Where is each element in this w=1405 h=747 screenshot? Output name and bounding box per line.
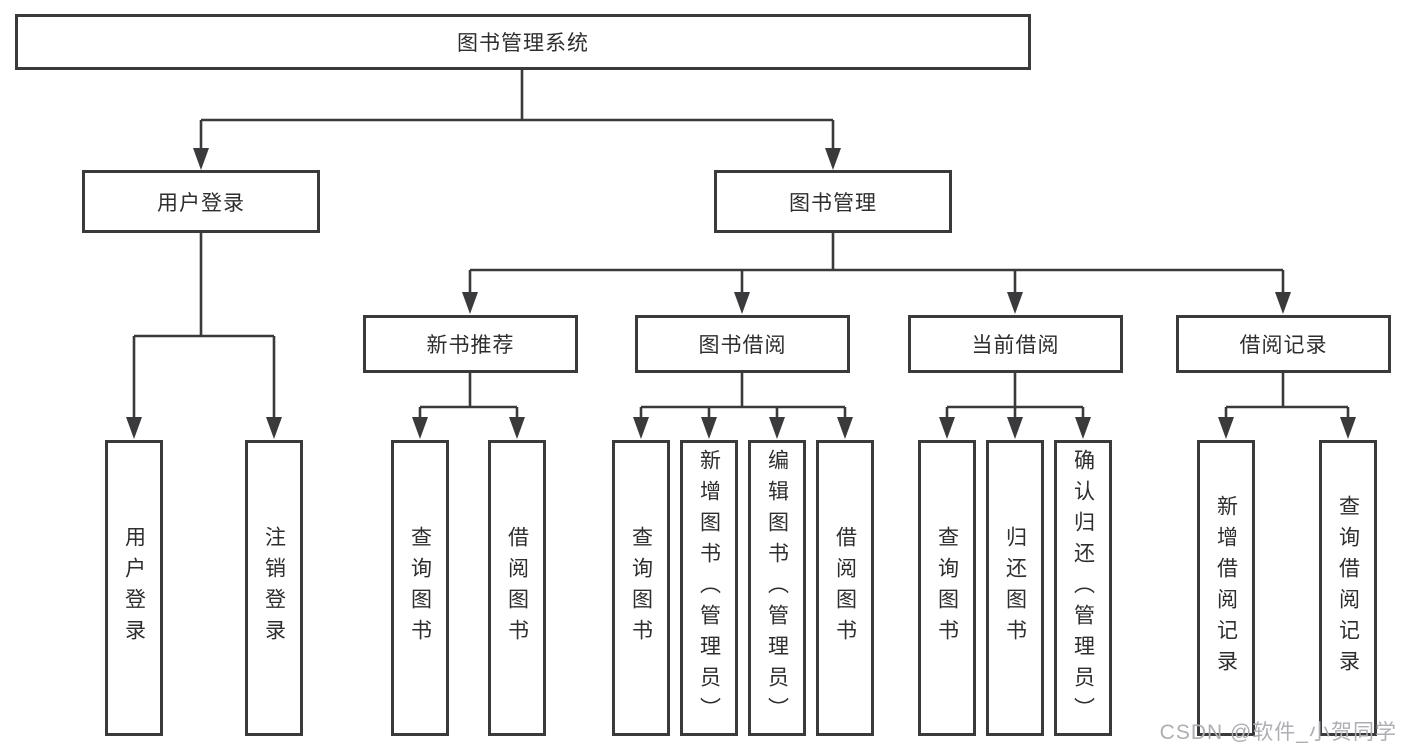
arrowhead	[837, 417, 853, 439]
node-new-book-recommend: 新书推荐	[363, 315, 578, 373]
connector-borrowing-records-to-leaves	[1218, 373, 1356, 439]
leaf-borrow-books-recommend: 借阅图书	[488, 440, 546, 736]
arrowhead	[825, 148, 841, 170]
arrowhead	[1275, 292, 1291, 314]
leaf-query-books-recommend: 查询图书	[391, 440, 449, 736]
connector-root-to-level2	[193, 70, 841, 170]
leaf-confirm-return-admin: 确认归还（管理员）	[1054, 440, 1112, 736]
arrowhead	[734, 292, 750, 314]
arrowhead	[633, 417, 649, 439]
leaf-query-borrow-record: 查询借阅记录	[1319, 440, 1377, 736]
watermark: CSDN @软件_小贺同学	[1159, 721, 1397, 744]
leaf-query-books-current: 查询图书	[918, 440, 976, 736]
leaf-add-borrow-record: 新增借阅记录	[1197, 440, 1255, 736]
arrowhead	[939, 417, 955, 439]
node-book-management: 图书管理	[714, 170, 952, 233]
arrowhead	[1340, 417, 1356, 439]
arrowhead	[1075, 417, 1091, 439]
leaf-user-login: 用户登录	[105, 440, 163, 736]
node-user-login-branch: 用户登录	[82, 170, 320, 233]
node-book-borrowing: 图书借阅	[635, 315, 850, 373]
arrowhead	[509, 417, 525, 439]
arrowhead	[126, 417, 142, 439]
leaf-borrow-books-borrowing: 借阅图书	[816, 440, 874, 736]
leaf-query-books-borrowing: 查询图书	[612, 440, 670, 736]
arrowhead	[701, 417, 717, 439]
arrowhead	[462, 292, 478, 314]
leaf-return-books: 归还图书	[986, 440, 1044, 736]
arrowhead	[1007, 417, 1023, 439]
connector-book-management-to-level3	[462, 233, 1291, 314]
arrowhead	[412, 417, 428, 439]
arrowhead	[1007, 292, 1023, 314]
node-borrowing-records: 借阅记录	[1176, 315, 1391, 373]
leaf-add-books-admin: 新增图书（管理员）	[680, 440, 738, 736]
leaf-edit-books-admin: 编辑图书（管理员）	[748, 440, 806, 736]
connector-new-book-recommend-to-leaves	[412, 373, 525, 439]
connector-user-login-to-leaves	[126, 233, 282, 439]
connector-current-borrowing-to-leaves	[939, 373, 1091, 439]
arrowhead	[769, 417, 785, 439]
connector-book-borrowing-to-leaves	[633, 373, 853, 439]
arrowhead	[266, 417, 282, 439]
arrowhead	[193, 148, 209, 170]
leaf-logout: 注销登录	[245, 440, 303, 736]
node-library-management-system: 图书管理系统	[15, 14, 1031, 70]
node-current-borrowing: 当前借阅	[908, 315, 1123, 373]
arrowhead	[1218, 417, 1234, 439]
